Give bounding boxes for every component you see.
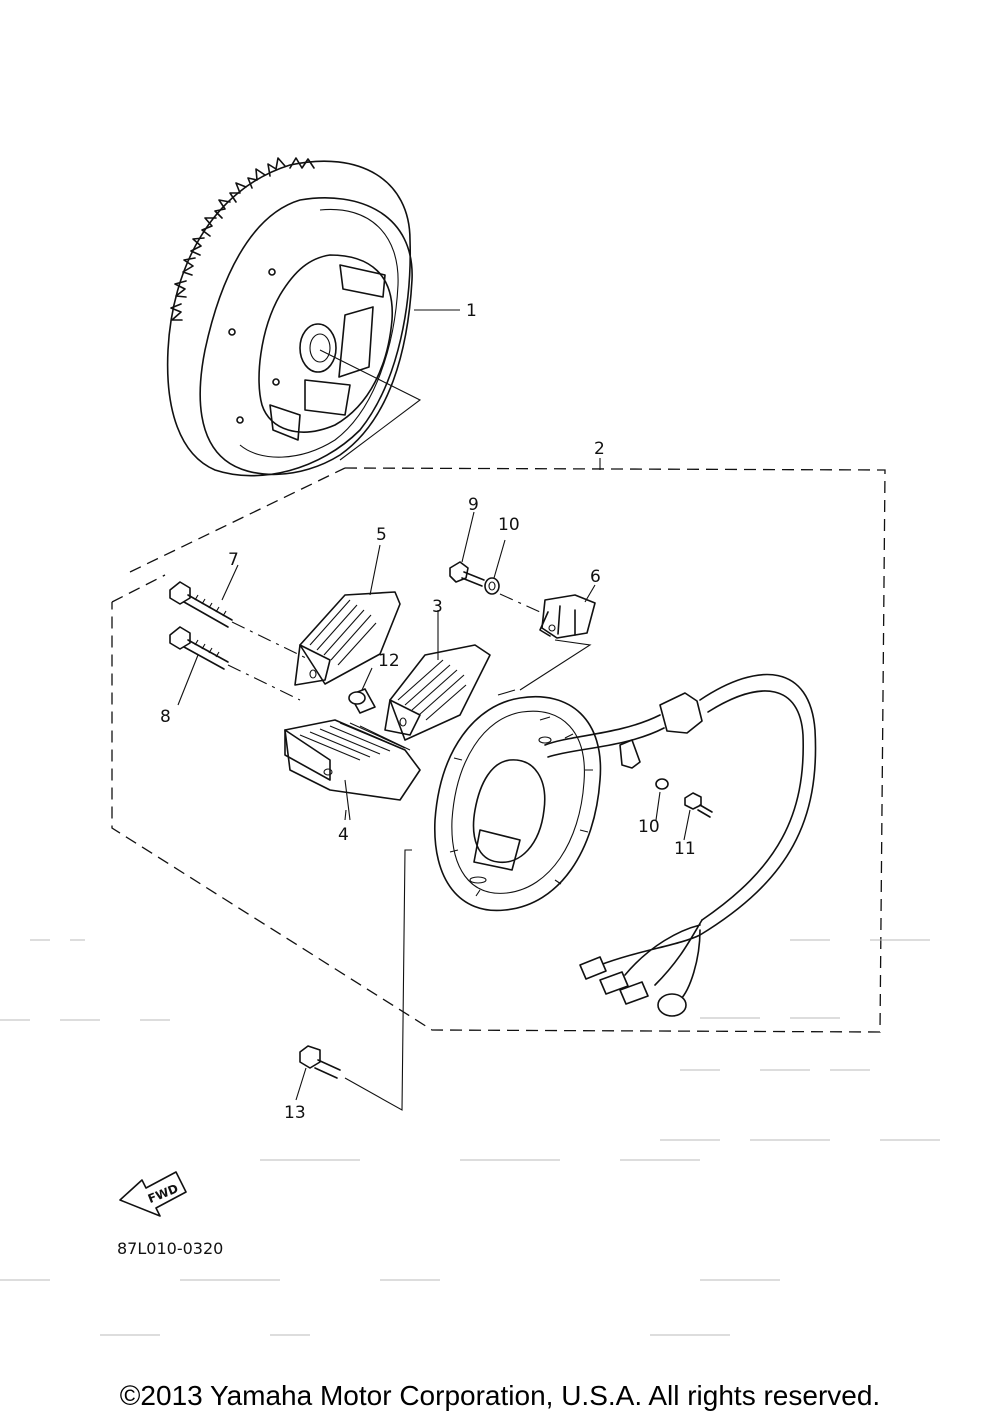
screw-9 (449, 511, 485, 587)
washer-10 (484, 539, 541, 613)
pulser-coil-6 (497, 584, 596, 696)
callout-5: 5 (376, 525, 387, 545)
callout-9: 9 (468, 495, 479, 515)
forward-arrow-icon: FWD (119, 1171, 187, 1217)
diagram-code: 87L010-0320 (117, 1239, 223, 1258)
screw-13 (295, 849, 412, 1111)
copyright-notice: ©2013 Yamaha Motor Corporation, U.S.A. A… (119, 1380, 881, 1411)
callout-4: 4 (338, 825, 349, 845)
wire-harness (544, 673, 817, 1017)
stator-assembly-outline (111, 458, 886, 1033)
washer-10-lower (655, 778, 669, 821)
screw-11 (683, 792, 713, 841)
flywheel-rotor (166, 157, 422, 477)
stator-base-plate (434, 696, 602, 912)
callout-2: 2 (594, 439, 605, 459)
coil-3 (384, 610, 491, 741)
coil-4 (284, 719, 421, 821)
scan-artifacts (0, 939, 940, 1336)
callout-11: 11 (674, 839, 696, 859)
callout-10-lower: 10 (638, 817, 660, 837)
callout-7: 7 (228, 550, 239, 570)
screw-8 (169, 626, 301, 706)
callout-8: 8 (160, 707, 171, 727)
callout-10-upper: 10 (498, 515, 520, 535)
coil-5 (294, 544, 401, 686)
callout-6: 6 (590, 567, 601, 587)
callout-1: 1 (466, 301, 477, 321)
callout-13: 13 (284, 1103, 306, 1123)
callout-3: 3 (432, 597, 443, 617)
leader-lines (344, 309, 460, 821)
spacer-12 (348, 667, 376, 714)
callout-12: 12 (378, 651, 400, 671)
screw-7 (169, 564, 311, 661)
